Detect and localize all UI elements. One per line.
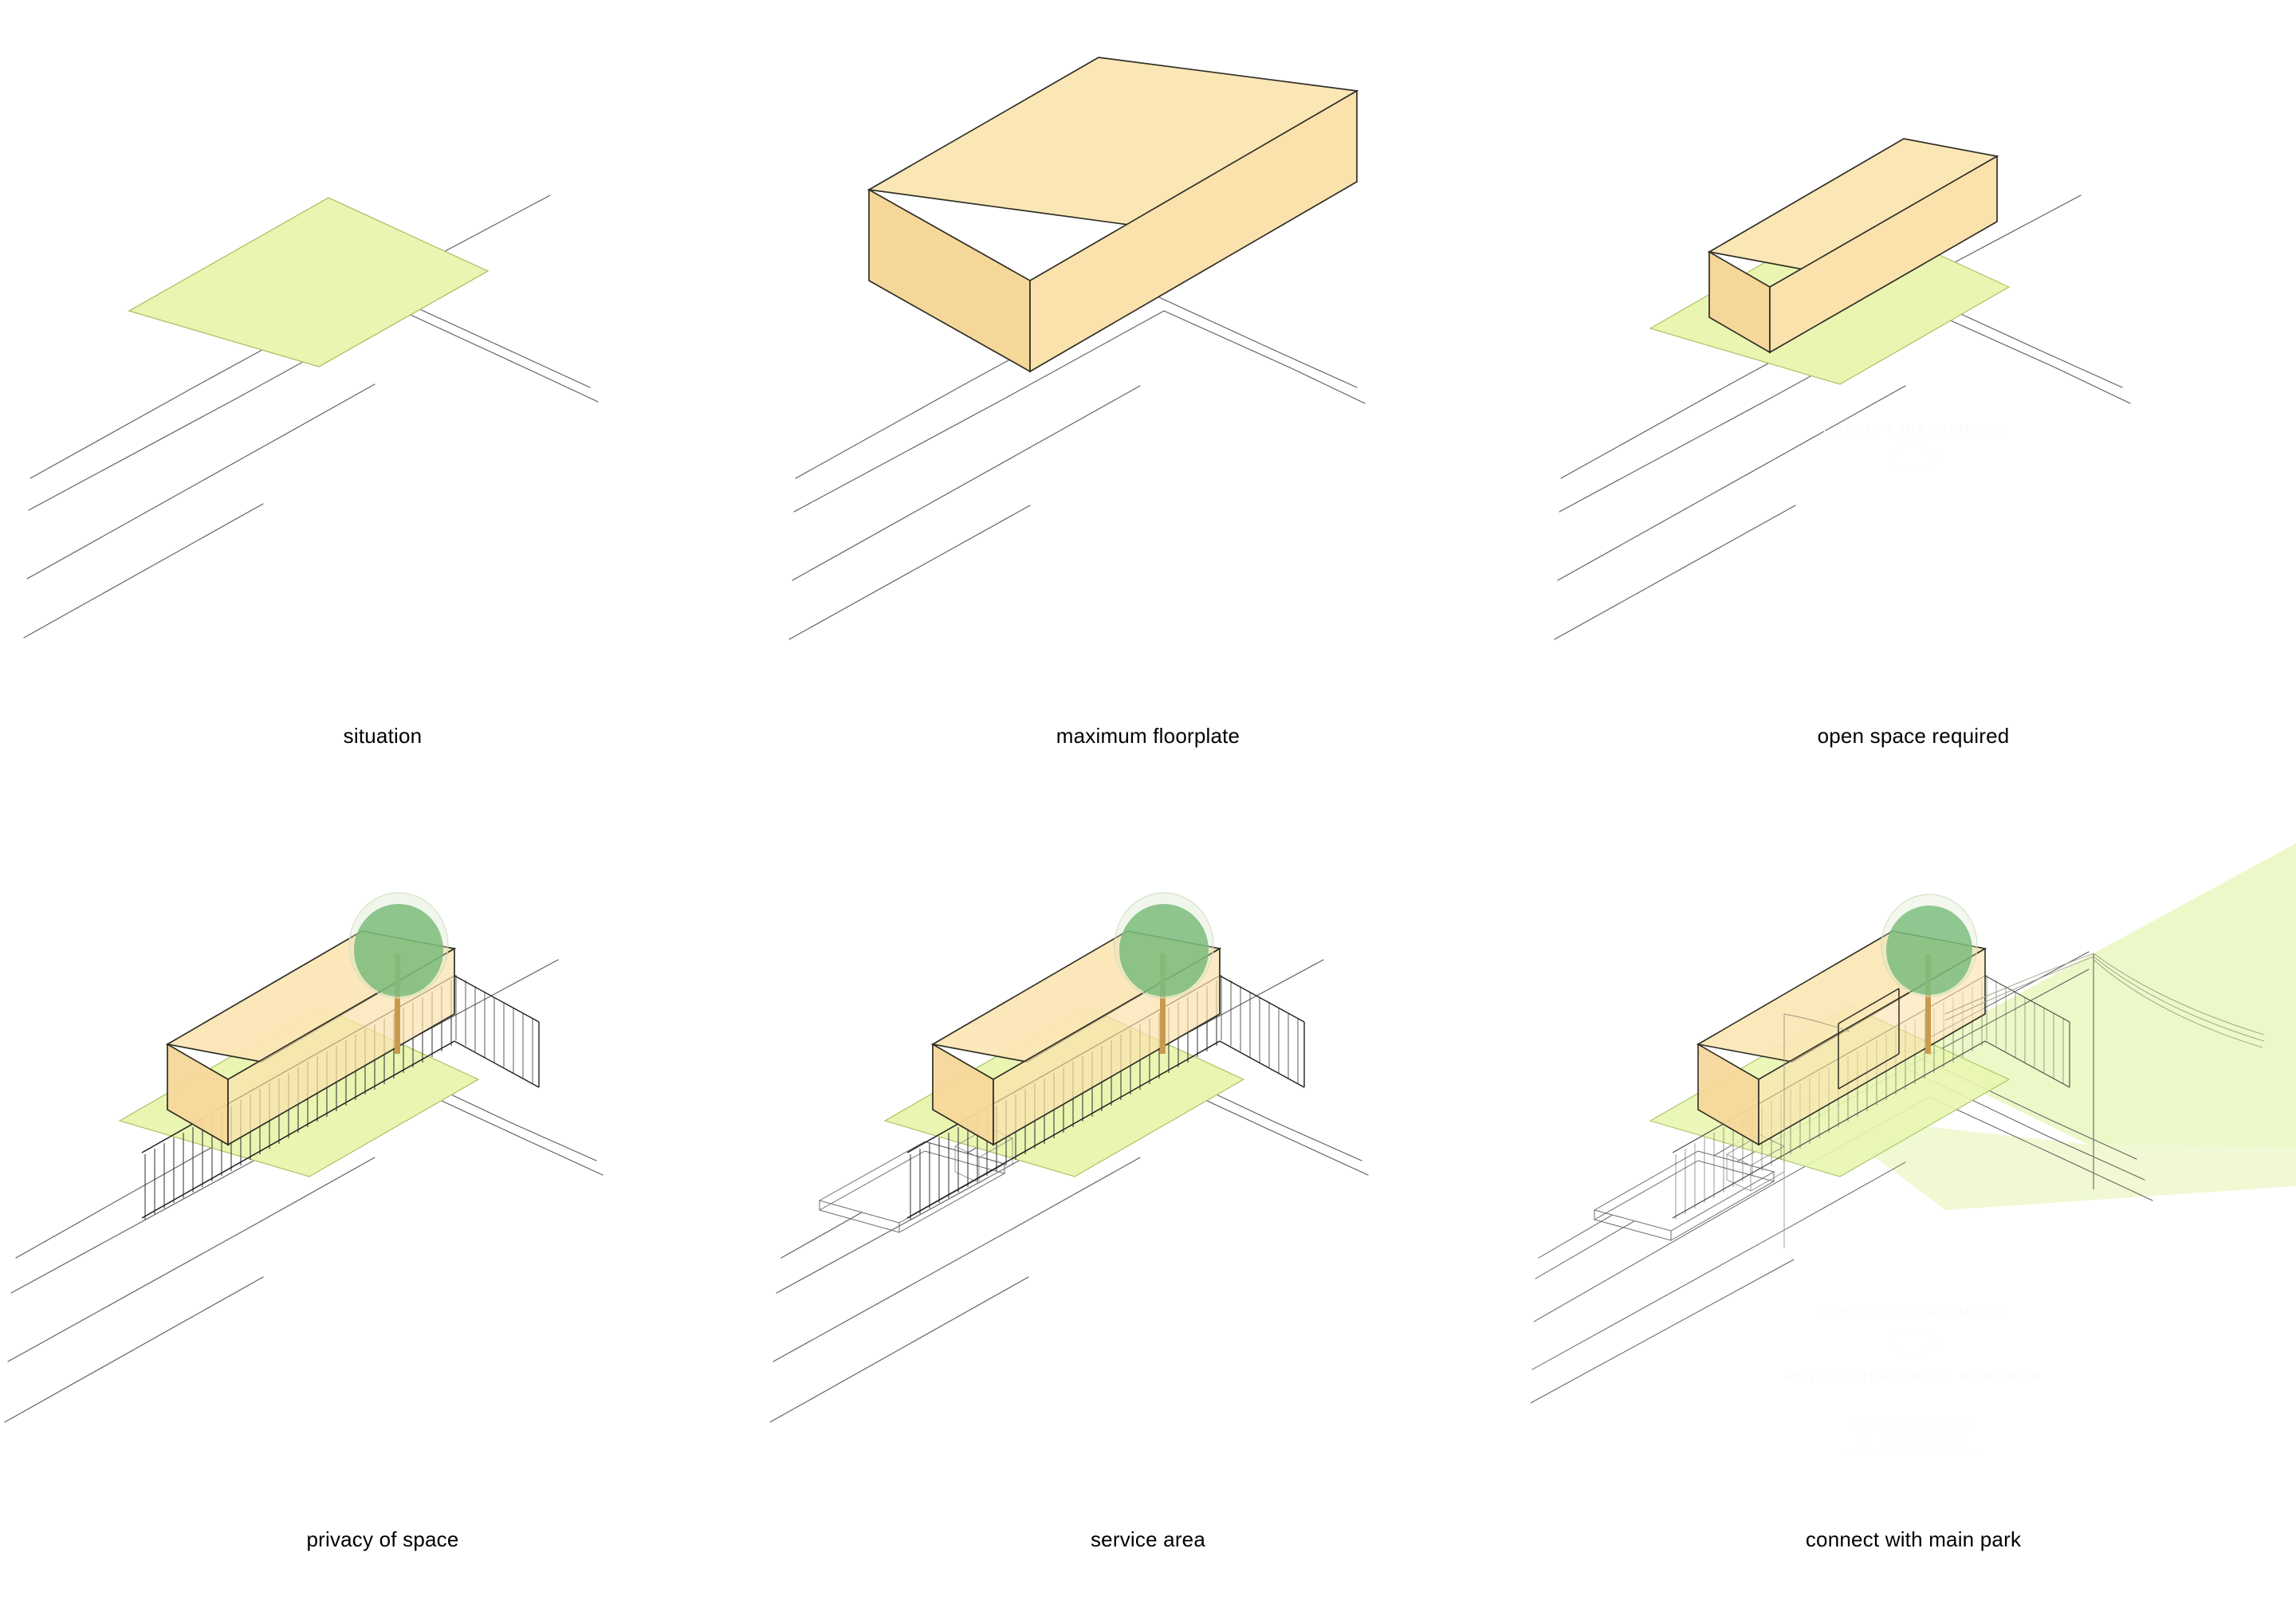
screen-return-4 [454, 975, 540, 1088]
secondary-pole-6 [1783, 1013, 1850, 1248]
panel-privacy-drawing [0, 812, 765, 1623]
tree-trunk-6 [1925, 953, 1931, 1054]
tree-canopy-6 [1886, 906, 1972, 995]
watermark-bottom-logo [1889, 1331, 1940, 1354]
building-mass-narrow-3 [1707, 138, 1999, 354]
caption-privacy-of-space: privacy of space [306, 1527, 459, 1551]
caption-situation: situation [343, 724, 423, 748]
building-mass-wide-refined [867, 57, 1359, 373]
tree-canopy-5 [1119, 904, 1209, 996]
panel-open-space-required: open space required CONCEPT DIAGRAMS 03 [1531, 0, 2296, 812]
panel-open-space-drawing [1531, 0, 2296, 812]
tree-trunk-5 [1160, 953, 1166, 1054]
panel-service-area: service area [765, 812, 1531, 1623]
panel-maximum-floorplate-refined [765, 0, 1531, 812]
panel-maximum-floorplate: maximum floorplate [765, 0, 1531, 812]
caption-service-area: service area [1090, 1527, 1206, 1551]
building-side-3 [1769, 155, 1998, 354]
panel-service-drawing [765, 812, 1531, 1623]
power-lines-6 [1944, 953, 2265, 1189]
tree-5 [1114, 892, 1214, 1054]
service-ramp-6 [1593, 1134, 1785, 1241]
site-plot-1 [128, 197, 489, 367]
tree-canopy-4 [354, 904, 443, 996]
tree-6 [1881, 894, 1978, 1054]
tree-trunk-4 [395, 953, 400, 1054]
panel-connect-with-main-park: connect with main park CONCEPT DIAGRAMS … [1531, 812, 2296, 1623]
caption-open-space-required: open space required [1817, 724, 2010, 748]
screen-bottom-rail-4 [141, 1040, 455, 1219]
panel-situation-detail [0, 0, 765, 812]
panel-situation: situation [0, 0, 765, 812]
watermark-top-logo [1889, 446, 1940, 469]
caption-connect-with-main-park: connect with main park [1805, 1527, 2022, 1551]
panel-connect-drawing [1531, 812, 2296, 1623]
tree-4 [348, 892, 449, 1054]
screen-return-5 [1219, 975, 1305, 1088]
building-side-2 [1029, 89, 1358, 373]
panel-privacy-of-space: privacy of space [0, 812, 765, 1623]
building-split-line-6 [1838, 988, 1900, 1090]
park-extension-6 [1818, 843, 2296, 1210]
caption-maximum-floorplate: maximum floorplate [1056, 724, 1240, 748]
